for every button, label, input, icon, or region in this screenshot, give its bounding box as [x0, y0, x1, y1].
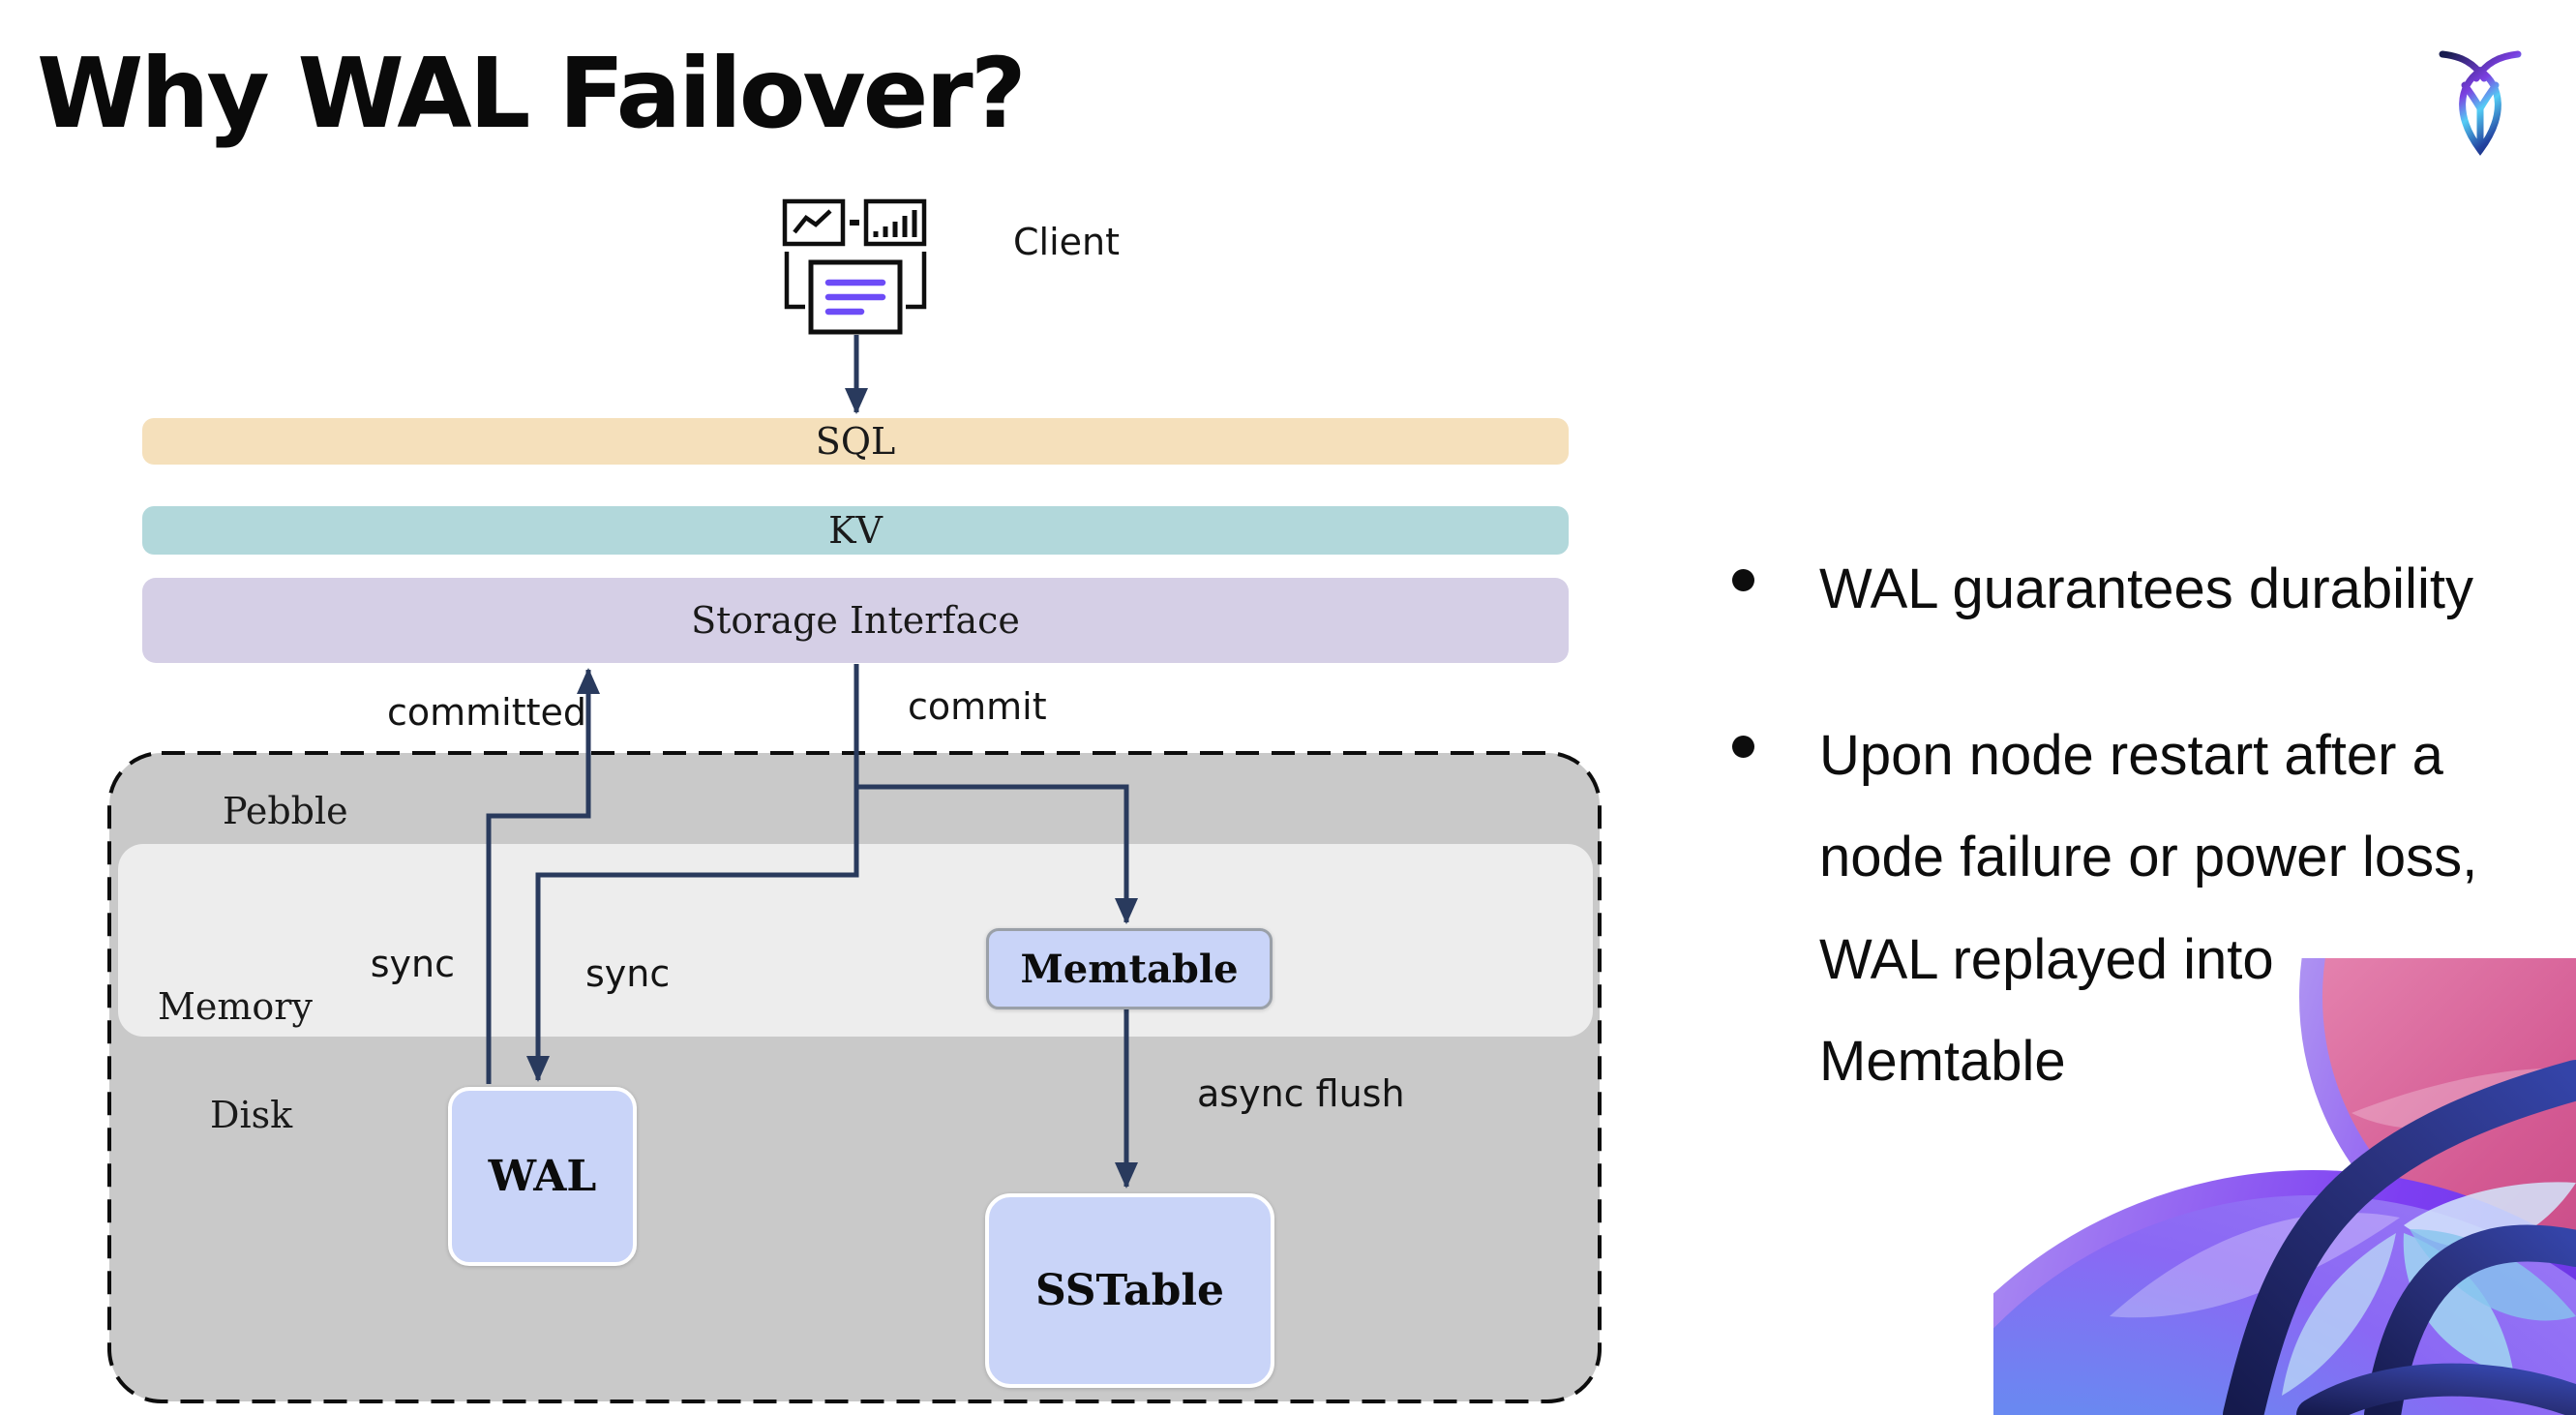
client-terminal-icon: [782, 198, 929, 336]
memory-label: Memory: [158, 985, 313, 1028]
pebble-label: Pebble: [223, 790, 348, 832]
cockroachdb-brand-graphic: [1993, 958, 2576, 1415]
wal-node: WAL: [448, 1087, 637, 1266]
edge-label-sync-committed: sync: [370, 943, 455, 985]
bullet-list: WAL guarantees durability Upon node rest…: [1728, 538, 2522, 1177]
sstable-node-label: SSTable: [1034, 1266, 1225, 1315]
client-label: Client: [1013, 221, 1121, 263]
layer-label-storage: Storage Interface: [691, 599, 1020, 642]
edge-label-commit: commit: [908, 685, 1047, 728]
bullet-item: Upon node restart after a node failure o…: [1728, 705, 2522, 1113]
memtable-node: Memtable: [986, 928, 1273, 1009]
layer-label-sql: SQL: [815, 420, 896, 463]
layer-bar-storage: Storage Interface: [142, 578, 1569, 663]
disk-label: Disk: [210, 1094, 293, 1136]
layer-bar-sql: SQL: [142, 418, 1569, 465]
memtable-node-label: Memtable: [1020, 946, 1239, 992]
layer-label-kv: KV: [828, 509, 883, 552]
cockroachdb-logo-icon: [2435, 46, 2526, 159]
sstable-node: SSTable: [985, 1193, 1274, 1388]
layer-bar-kv: KV: [142, 506, 1569, 555]
edge-label-committed: committed: [387, 691, 587, 734]
bullet-item: WAL guarantees durability: [1728, 538, 2522, 641]
page-title: Why WAL Failover?: [37, 37, 1027, 150]
wal-node-label: WAL: [488, 1152, 597, 1201]
edge-label-async-flush: async flush: [1197, 1072, 1405, 1115]
edge-label-sync-write: sync: [585, 952, 671, 995]
